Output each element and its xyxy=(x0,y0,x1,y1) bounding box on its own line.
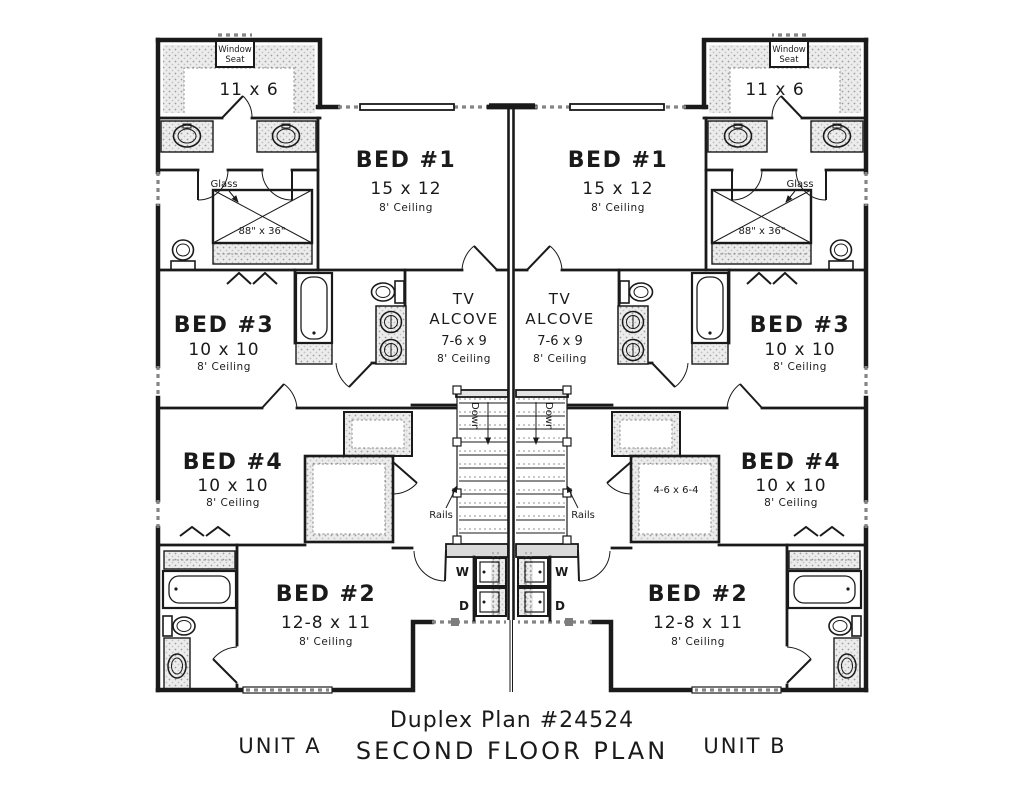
bed3-ceiling-b: 8' Ceiling xyxy=(773,361,827,373)
window-seat-label-line2-a: Seat xyxy=(225,55,245,65)
tv-alcove-line2-a: ALCOVE xyxy=(429,310,498,328)
bed4-name-b: BED #4 xyxy=(741,450,841,475)
tv-alcove-line2-b: ALCOVE xyxy=(525,310,594,328)
bed3-name-a: BED #3 xyxy=(174,313,274,338)
unit-b-labels: Window Seat 11 x 6 BED #1 15 x 12 8' Cei… xyxy=(525,45,850,648)
bed2-name-a: BED #2 xyxy=(276,582,376,607)
bed1-ceiling-a: 8' Ceiling xyxy=(379,202,433,214)
shower-dim-b: 88" x 36" xyxy=(739,226,786,237)
bed2-ceiling-b: 8' Ceiling xyxy=(671,636,725,648)
bed4-ceiling-b: 8' Ceiling xyxy=(764,497,818,509)
tv-alcove-ceiling-a: 8' Ceiling xyxy=(437,353,491,365)
bed3-ceiling-a: 8' Ceiling xyxy=(197,361,251,373)
tv-alcove-line1-a: TV xyxy=(452,290,475,308)
bed3-name-b: BED #3 xyxy=(750,313,850,338)
bed4-ceiling-a: 8' Ceiling xyxy=(206,497,260,509)
bed2-name-b: BED #2 xyxy=(648,582,748,607)
tv-alcove-line1-b: TV xyxy=(548,290,571,308)
glass-arrow-b xyxy=(785,190,796,203)
tv-alcove-ceiling-b: 8' Ceiling xyxy=(533,353,587,365)
tv-alcove-dim-b: 7-6 x 9 xyxy=(537,334,582,349)
tv-alcove-dim-a: 7-6 x 9 xyxy=(441,334,486,349)
unit-b-title: UNIT B xyxy=(703,734,786,758)
bed2-ceiling-a: 8' Ceiling xyxy=(299,636,353,648)
bed3-dim-b: 10 x 10 xyxy=(764,340,835,360)
rails-arrow-a xyxy=(445,485,458,509)
washer-label-a: W xyxy=(456,565,469,579)
closet-dim-b: 11 x 6 xyxy=(745,80,804,100)
plan-title: Duplex Plan #24524 xyxy=(390,708,634,733)
bed2-dim-b: 12-8 x 11 xyxy=(653,613,743,633)
bed1-dim-a: 15 x 12 xyxy=(370,179,441,199)
bed4-dim-a: 10 x 10 xyxy=(197,476,268,496)
stairs-down-a: Down xyxy=(469,402,480,430)
bed2-dim-a: 12-8 x 11 xyxy=(281,613,371,633)
glass-arrow-a xyxy=(228,190,239,203)
bed1-ceiling-b: 8' Ceiling xyxy=(591,202,645,214)
bed4-dim-b: 10 x 10 xyxy=(755,476,826,496)
window-seat-label-line1-a: Window xyxy=(218,45,252,55)
bed4-closet-dim-b: 4-6 x 6-4 xyxy=(654,485,699,496)
party-wall xyxy=(489,103,535,692)
window-seat-label-line1-b: Window xyxy=(772,45,806,55)
bed3-dim-a: 10 x 10 xyxy=(188,340,259,360)
plan-subtitle: SECOND FLOOR PLAN xyxy=(356,737,668,765)
rails-note-a: Rails xyxy=(429,510,453,521)
closet-dim-a: 11 x 6 xyxy=(219,80,278,100)
glass-note-a: Glass xyxy=(210,179,237,190)
rails-arrow-b xyxy=(566,485,579,509)
bed1-dim-b: 15 x 12 xyxy=(582,179,653,199)
unit-a-title: UNIT A xyxy=(238,734,321,758)
dryer-label-a: D xyxy=(459,599,469,613)
glass-note-b: Glass xyxy=(786,179,813,190)
bed1-name-a: BED #1 xyxy=(356,148,456,173)
bed4-name-a: BED #4 xyxy=(183,450,283,475)
window-seat-label-line2-b: Seat xyxy=(779,55,799,65)
dryer-label-b: D xyxy=(555,599,565,613)
title-block: Duplex Plan #24524 SECOND FLOOR PLAN UNI… xyxy=(238,708,786,765)
rails-note-b: Rails xyxy=(571,510,595,521)
unit-a-labels: Window Seat 11 x 6 BED #1 15 x 12 8' Cei… xyxy=(174,45,498,648)
stairs-down-b: Down xyxy=(543,402,554,430)
shower-dim-a: 88" x 36" xyxy=(239,226,286,237)
washer-label-b: W xyxy=(555,565,568,579)
bed1-name-b: BED #1 xyxy=(568,148,668,173)
